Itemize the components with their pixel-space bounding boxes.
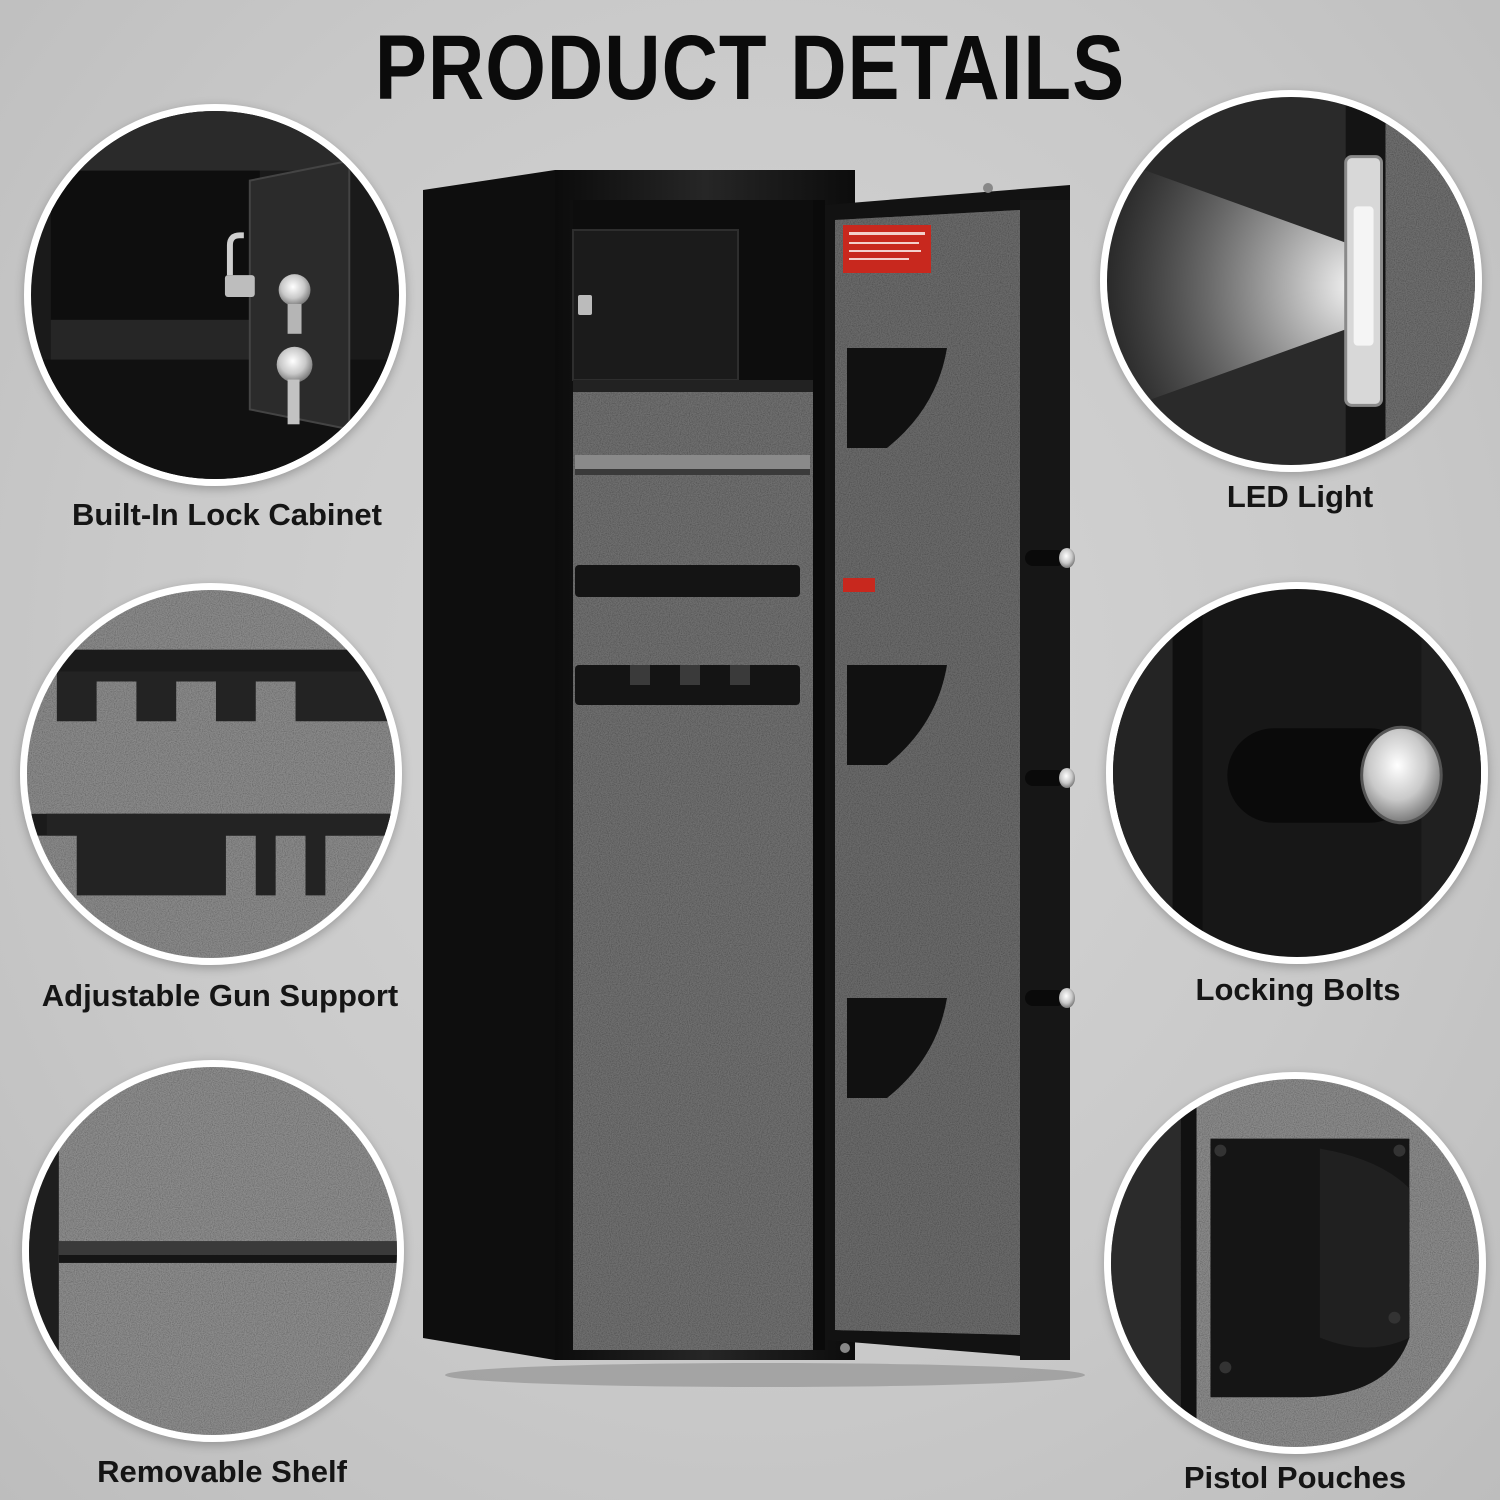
- lock-cabinet-photo: [24, 104, 406, 486]
- gun-safe-image: [415, 160, 1095, 1390]
- label-lock-cabinet: Built-In Lock Cabinet: [72, 497, 382, 532]
- led-light-photo: [1100, 90, 1482, 472]
- pistol-pouches-photo: [1104, 1072, 1486, 1454]
- label-pistol-pouches: Pistol Pouches: [1183, 1460, 1407, 1495]
- label-locking-bolts: Locking Bolts: [1195, 972, 1401, 1007]
- locking-bolts-photo: [1106, 582, 1488, 964]
- label-gun-support: Adjustable Gun Support: [41, 978, 399, 1013]
- label-removable-shelf: Removable Shelf: [97, 1454, 347, 1489]
- removable-shelf-photo: [22, 1060, 404, 1442]
- gun-support-photo: [20, 583, 402, 965]
- label-led-light: LED Light: [1226, 479, 1374, 514]
- page-title: PRODUCT DETAILS: [374, 15, 1126, 120]
